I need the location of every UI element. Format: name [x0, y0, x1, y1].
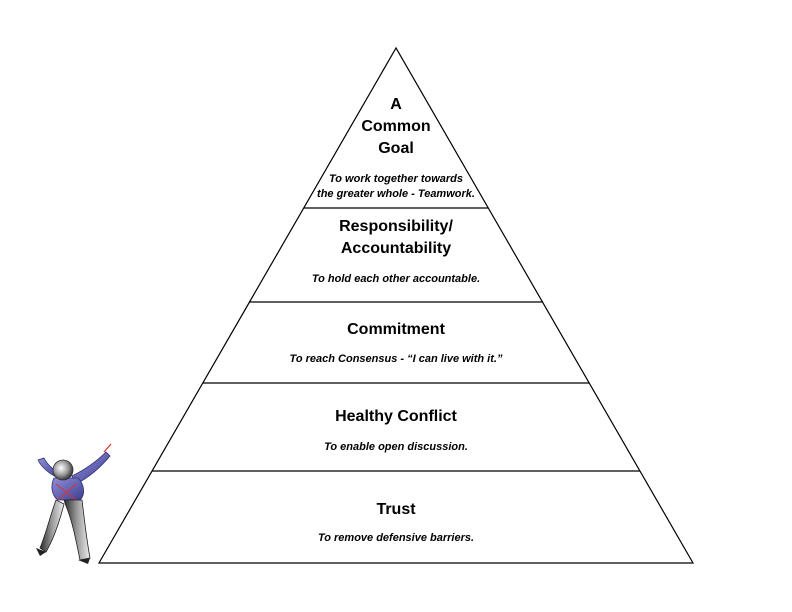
- level-description: the greater whole - Teamwork.: [317, 188, 475, 200]
- level-description: To hold each other accountable.: [312, 273, 480, 285]
- level-title: Commitment: [347, 321, 445, 338]
- level-title: Common: [361, 118, 430, 135]
- level-description: To enable open discussion.: [324, 441, 468, 453]
- level-description: To remove defensive barriers.: [318, 532, 474, 544]
- pyramid-level-trust: Trust To remove defensive barriers.: [318, 501, 474, 544]
- level-title: A: [390, 96, 402, 113]
- celebrating-person-icon: [36, 443, 112, 564]
- level-title: Goal: [378, 140, 414, 157]
- pyramid-level-common-goal: A Common Goal To work together towards t…: [317, 96, 475, 200]
- level-title: Healthy Conflict: [335, 408, 457, 425]
- level-title: Trust: [376, 501, 416, 518]
- level-description: To work together towards: [329, 173, 463, 185]
- level-title: Accountability: [341, 240, 451, 257]
- level-title: Responsibility/: [339, 218, 453, 235]
- level-description: To reach Consensus - “I can live with it…: [290, 353, 503, 365]
- pyramid-level-accountability: Responsibility/ Accountability To hold e…: [312, 218, 480, 285]
- pyramid-level-healthy-conflict: Healthy Conflict To enable open discussi…: [324, 408, 468, 453]
- pyramid-outline: [97, 46, 695, 564]
- pyramid-level-commitment: Commitment To reach Consensus - “I can l…: [290, 321, 503, 365]
